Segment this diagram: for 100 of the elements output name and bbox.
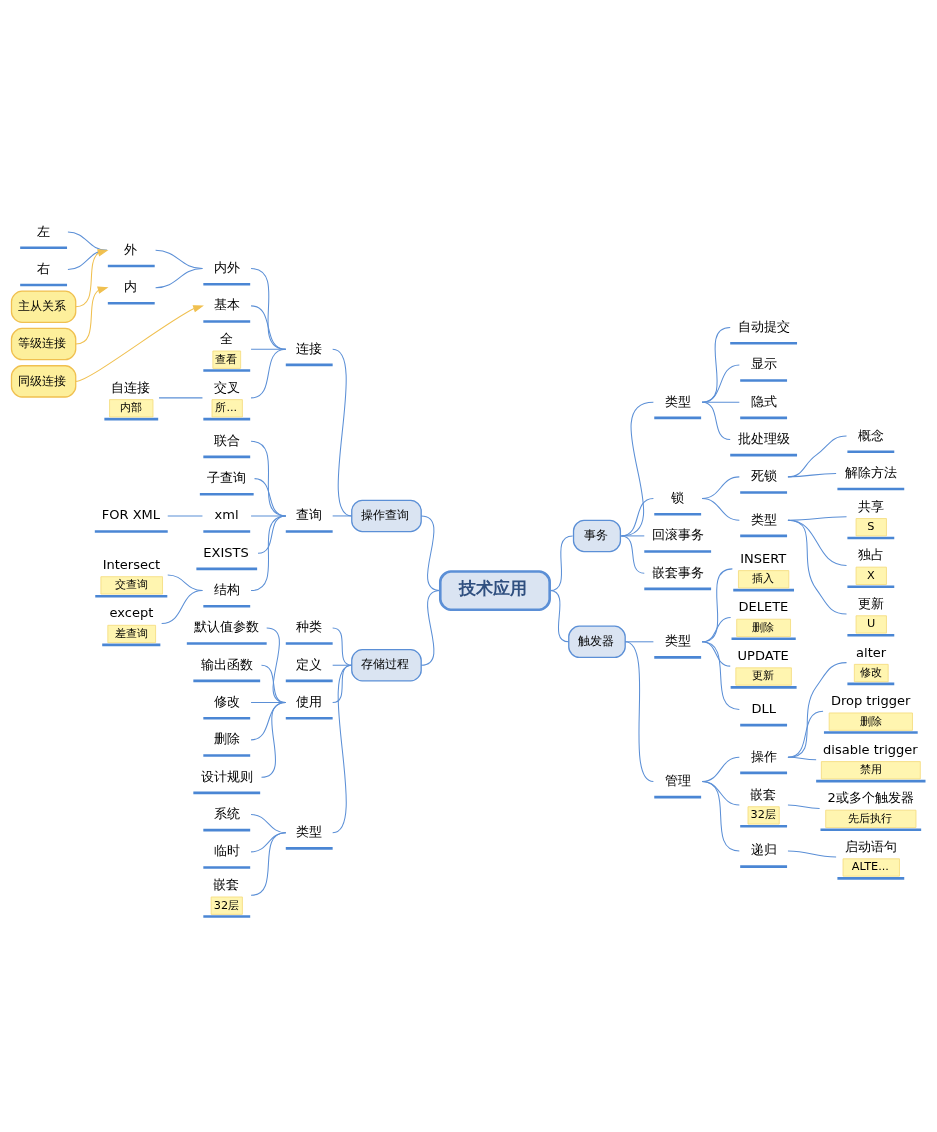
node-label: UPDATE xyxy=(737,647,789,663)
node-text: 嵌套事务 xyxy=(651,564,704,580)
node-text: 类型 xyxy=(296,823,323,839)
arrow xyxy=(75,248,109,307)
node-text: 隐式 xyxy=(750,393,777,409)
node-label: except xyxy=(109,605,154,620)
connector xyxy=(332,664,353,833)
connector xyxy=(155,267,203,288)
node-text: DLL xyxy=(751,700,776,716)
connector xyxy=(701,640,740,710)
node-text: 使用 xyxy=(296,693,323,709)
node-text: 内外 xyxy=(213,259,240,275)
connector xyxy=(250,348,287,398)
node-text: 输出函数 xyxy=(200,656,253,672)
connector xyxy=(332,348,353,516)
node-label: 自连接 xyxy=(111,379,151,395)
connector xyxy=(250,304,287,350)
connector xyxy=(620,401,654,536)
node-text: 显示 xyxy=(750,355,777,371)
connector xyxy=(701,401,731,440)
node-text: 内 xyxy=(124,278,138,294)
node-text: 类型 xyxy=(664,393,691,409)
node-label: 更新 xyxy=(857,595,884,611)
connector xyxy=(250,831,287,896)
node-label: disable trigger xyxy=(823,741,918,757)
node-text: 查询 xyxy=(296,506,323,522)
node-text: xml xyxy=(214,506,239,522)
connector xyxy=(158,396,203,398)
connector xyxy=(549,589,570,642)
node-text: 基本 xyxy=(213,296,240,312)
node-text: 操作 xyxy=(750,748,777,764)
connector xyxy=(260,701,287,778)
connector xyxy=(420,589,441,666)
node-label: 嵌套 xyxy=(213,876,240,892)
connector xyxy=(701,363,740,403)
connector xyxy=(701,497,740,521)
node-label: DELETE xyxy=(738,598,789,614)
node-text: 死锁 xyxy=(750,467,777,483)
node-text: 递归 xyxy=(750,841,777,857)
node-text: 默认值参数 xyxy=(193,618,259,634)
node-text: 类型 xyxy=(664,632,691,648)
connector xyxy=(787,849,837,858)
connector xyxy=(167,514,203,516)
node-text: 锁 xyxy=(670,489,684,505)
connector xyxy=(620,497,654,536)
node-text: 左 xyxy=(36,223,50,239)
node-box: 触发器 xyxy=(568,625,626,658)
connector xyxy=(67,231,108,251)
node-text: 种类 xyxy=(296,618,323,634)
node-text: 右 xyxy=(36,260,50,276)
node-label: 交叉 xyxy=(213,379,240,395)
connector xyxy=(332,514,353,516)
node-text: 概念 xyxy=(857,427,884,443)
node-label: 嵌套 xyxy=(750,786,777,802)
connector xyxy=(787,803,821,809)
connector xyxy=(701,780,740,851)
node-box: 主从关系 xyxy=(10,289,77,323)
node-text: 类型 xyxy=(750,511,777,527)
node-text: 解除方法 xyxy=(844,464,897,480)
connector xyxy=(787,661,848,758)
node-text: EXISTS xyxy=(203,544,249,560)
connector xyxy=(787,519,848,615)
node-text: 管理 xyxy=(664,772,691,788)
node-text: 设计规则 xyxy=(200,768,253,784)
node-text: 联合 xyxy=(213,432,240,448)
node-box: 等级连接 xyxy=(10,327,77,360)
node-text: FOR XML xyxy=(101,506,161,522)
node-box: 同级连接 xyxy=(10,364,77,398)
node-text: 回滚事务 xyxy=(651,526,704,542)
connector xyxy=(67,249,108,270)
node-box: 事务 xyxy=(572,519,622,552)
arrow xyxy=(75,286,109,345)
connector xyxy=(624,640,654,782)
connector xyxy=(701,326,731,403)
connector xyxy=(787,756,817,760)
node-label: 共享 xyxy=(857,498,884,514)
node-text: 外 xyxy=(124,241,138,257)
node-text: 临时 xyxy=(213,842,240,858)
node-text: 删除 xyxy=(213,730,240,746)
node-text: 结构 xyxy=(213,581,240,597)
node-label: 启动语句 xyxy=(844,838,897,854)
node-text: 定义 xyxy=(296,656,323,672)
node-text: 系统 xyxy=(213,805,240,821)
node-text: 子查询 xyxy=(206,469,246,485)
connector xyxy=(787,435,848,477)
connector xyxy=(787,472,837,477)
node-text: 连接 xyxy=(296,340,323,356)
connector xyxy=(620,534,645,536)
connector xyxy=(787,710,824,758)
connector xyxy=(332,626,353,666)
node-label: 全 xyxy=(219,330,233,346)
node-label: 独占 xyxy=(857,546,884,562)
node-label: INSERT xyxy=(740,550,787,566)
node-label: Drop trigger xyxy=(830,692,911,708)
node-text: 自动提交 xyxy=(737,318,790,334)
node-text: 批处理级 xyxy=(737,430,790,446)
connector xyxy=(620,534,645,574)
node-text: 修改 xyxy=(213,693,240,709)
connector xyxy=(161,589,203,624)
connector xyxy=(250,514,287,591)
